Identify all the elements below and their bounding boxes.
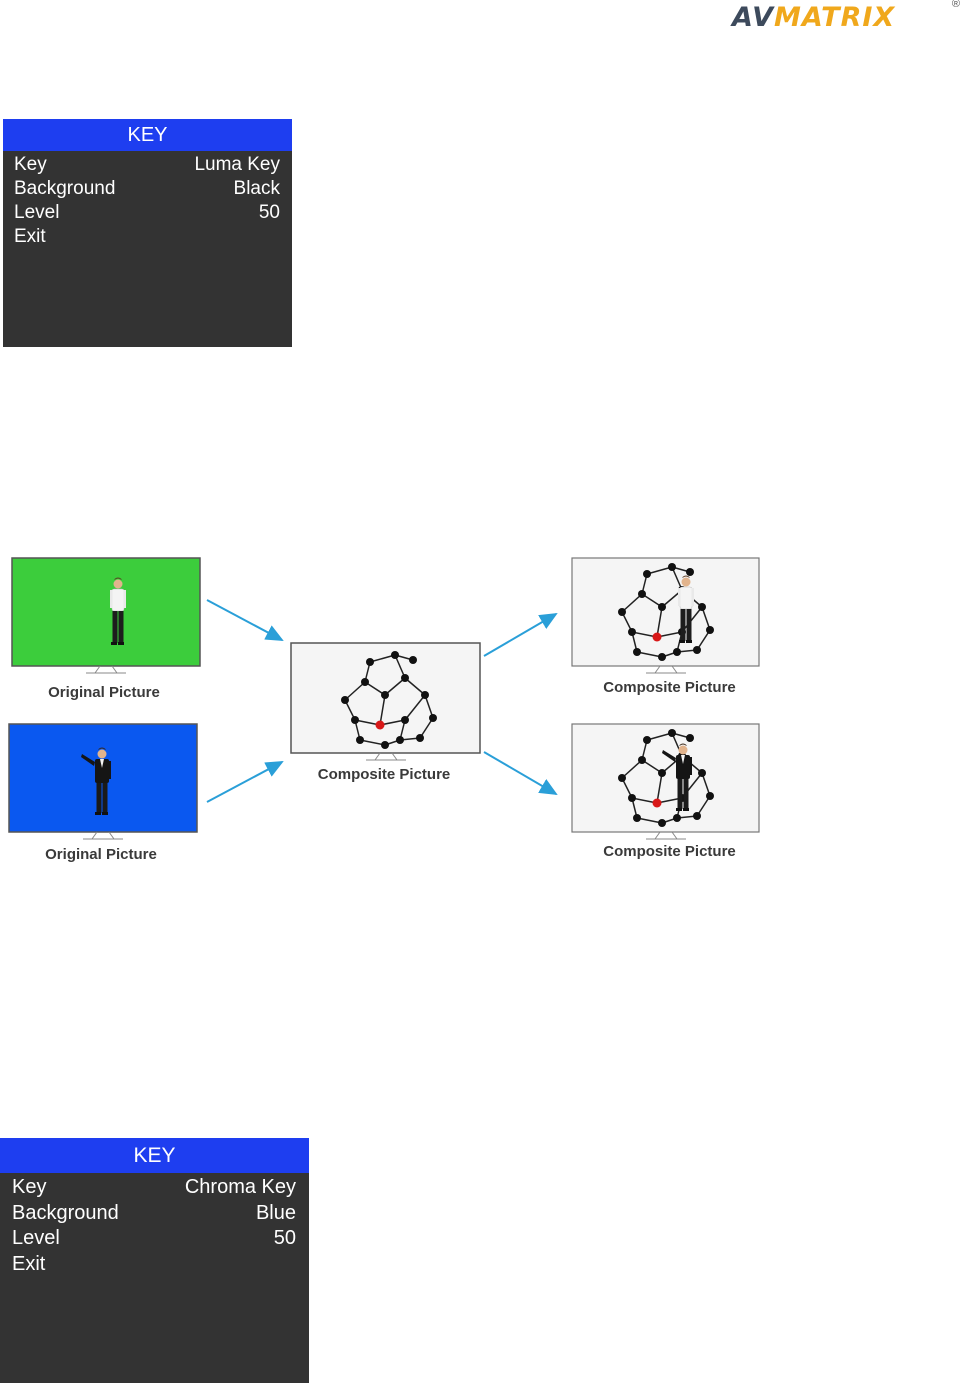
osd-row-label: Exit (14, 226, 46, 247)
osd-row-label: Exit (12, 1252, 46, 1275)
caption-original-green: Original Picture (48, 684, 160, 701)
avmatrix-logo: AVMATRIX ® (732, 0, 960, 36)
osd-row-key[interactable]: Key Chroma Key (12, 1175, 296, 1201)
osd-row-value: Blue (255, 1201, 296, 1224)
registered-mark: ® (951, 0, 960, 10)
osd-row-value: 50 (273, 1227, 296, 1249)
monitor-composite-center (290, 642, 481, 761)
caption-composite-bottom: Composite Picture (603, 843, 736, 860)
osd-menu-title: KEY (3, 119, 292, 151)
osd-row-label: Key (12, 1176, 47, 1198)
arrow-green-to-center (206, 599, 284, 641)
osd-row-label: Level (12, 1227, 60, 1249)
monitor-original-green (11, 557, 201, 674)
osd-key-menu-luma: KEY Key Luma Key Background Black Level … (3, 119, 292, 347)
osd-row-background[interactable]: Background Black (14, 177, 280, 201)
caption-original-blue: Original Picture (45, 846, 157, 863)
osd-row-label: Background (12, 1201, 119, 1224)
osd-row-value: Black (233, 178, 280, 199)
osd-key-menu-chroma: KEY Key Chroma Key Background Blue Level… (0, 1138, 309, 1383)
osd-row-background[interactable]: Background Blue (12, 1201, 296, 1227)
osd-row-label: Level (14, 202, 60, 223)
monitor-composite-bottom (571, 723, 760, 840)
caption-composite-top: Composite Picture (603, 679, 736, 696)
osd-row-exit[interactable]: Exit (12, 1252, 296, 1278)
monitor-composite-top (571, 557, 760, 674)
osd-row-value: 50 (258, 202, 280, 223)
osd-row-level[interactable]: Level 50 (14, 201, 280, 225)
osd-menu-body: Key Chroma Key Background Blue Level 50 … (0, 1173, 309, 1277)
osd-row-label: Key (14, 154, 47, 175)
flow-arrows (206, 599, 558, 803)
osd-row-exit[interactable]: Exit (14, 225, 280, 249)
osd-row-value: Luma Key (194, 154, 280, 175)
arrow-center-to-top (483, 612, 558, 657)
osd-row-value: Chroma Key (184, 1176, 296, 1198)
osd-menu-body: Key Luma Key Background Black Level 50 E… (3, 151, 292, 249)
osd-row-level[interactable]: Level 50 (12, 1226, 296, 1252)
osd-menu-title: KEY (0, 1138, 309, 1173)
monitor-original-blue (8, 723, 198, 840)
logo-wordmark: AVMATRIX (732, 2, 896, 33)
arrow-blue-to-center (206, 761, 284, 803)
diagram-graphics (8, 557, 760, 840)
caption-composite-center: Composite Picture (317, 766, 451, 783)
chroma-key-diagram: Original Picture Original Picture Compos… (0, 540, 780, 880)
osd-row-key[interactable]: Key Luma Key (14, 153, 280, 177)
arrow-center-to-bottom (483, 751, 558, 796)
osd-row-label: Background (14, 178, 116, 199)
